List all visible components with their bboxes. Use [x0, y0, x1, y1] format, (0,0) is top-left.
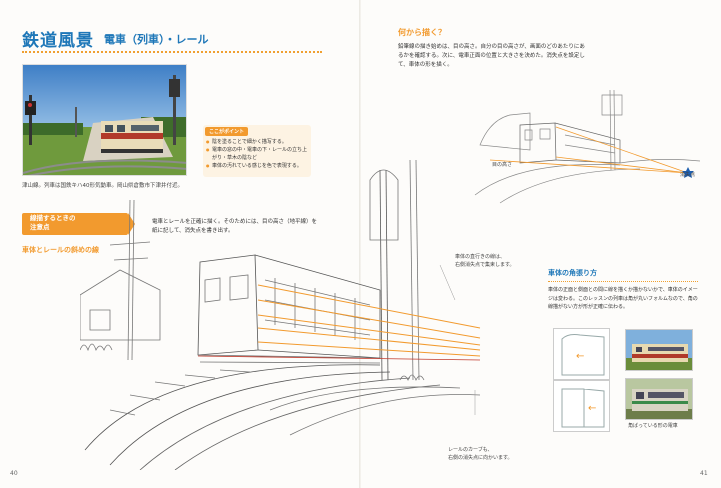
point-item: 陰を塗ることで細かく描写する。: [206, 138, 310, 146]
point-item: 車体の汚れている感じを色で表現する。: [206, 162, 310, 170]
point-item: 電車の窓の中・電車の下・レールの立ち上がり・草木の陰など: [206, 146, 310, 162]
question-heading: 何から描く？: [398, 28, 446, 37]
small-train-sketch: [474, 89, 701, 204]
section-badge-arrow: [128, 213, 135, 235]
page-number-right: 41: [700, 470, 708, 477]
point-badge: ここがポイント: [205, 127, 249, 136]
rail-annotation-line1: レールのカーブも、: [448, 447, 493, 453]
page-subtitle: 電車（列車）・レール: [104, 33, 209, 46]
rounded-train-photo: [625, 329, 693, 371]
section-badge-line1: 線描するときの: [30, 214, 76, 222]
rail-annotation-line2: 右側の消失点に向かいます。: [448, 455, 513, 461]
corner-heading: 車体の角張り方: [548, 269, 597, 277]
page-title: 鉄道風景: [22, 31, 94, 51]
page-number-left: 40: [10, 470, 18, 477]
section-intro: 電車とレールを正確に描く。そのためには、目の高さ（地平線）を紙に記して、消失点を…: [152, 219, 318, 234]
train-pencil-sketch: [80, 159, 481, 470]
rounded-corner-diagram: ←: [553, 328, 610, 380]
corner-heading-rule: [548, 281, 698, 282]
section-sub-heading: 車体とレールの斜めの線: [22, 246, 99, 254]
vanishing-point-label: 消失点: [680, 172, 696, 178]
train-photo: [22, 64, 187, 176]
angular-train-photo: [625, 378, 693, 420]
rail-annotation: レールのカーブも、 右側の消失点に向かいます。: [448, 446, 513, 462]
question-text: 鉛筆線の描き始めは、目の高さ。自分の目の高さが、画面のどのあたりにあるかを確認す…: [398, 44, 585, 68]
angular-corner-diagram: ←: [553, 380, 610, 432]
svg-text:←: ←: [588, 403, 596, 414]
section-badge-text: 線描するときの 注意点: [30, 214, 100, 232]
section-badge-line2: 注意点: [30, 223, 50, 231]
title-underline: [22, 51, 322, 53]
page-gutter: [359, 0, 361, 488]
svg-text:←: ←: [576, 351, 584, 362]
point-list: 陰を塗ることで細かく描写する。 電車の窓の中・電車の下・レールの立ち上がり・草木…: [206, 138, 310, 170]
eye-level-label: 目の高さ: [492, 162, 513, 168]
photo-caption: 津山線。列車は国鉄キハ40形気動車。岡山県倉敷市下津井付近。: [22, 183, 184, 189]
section-badge: [22, 213, 128, 235]
vanishing-annotation: 車体の直行きの線は、 右側消失点で集束します。: [455, 253, 515, 269]
vanishing-annotation-line2: 右側消失点で集束します。: [455, 262, 515, 268]
angular-train-caption: 角ばっている形の電車: [628, 423, 678, 429]
vanishing-annotation-line1: 車体の直行きの線は、: [455, 254, 506, 260]
corner-text: 車体の正面と側面との間に線を描くか描かないかで、車体のイメージは変わる。このレッ…: [548, 287, 698, 310]
